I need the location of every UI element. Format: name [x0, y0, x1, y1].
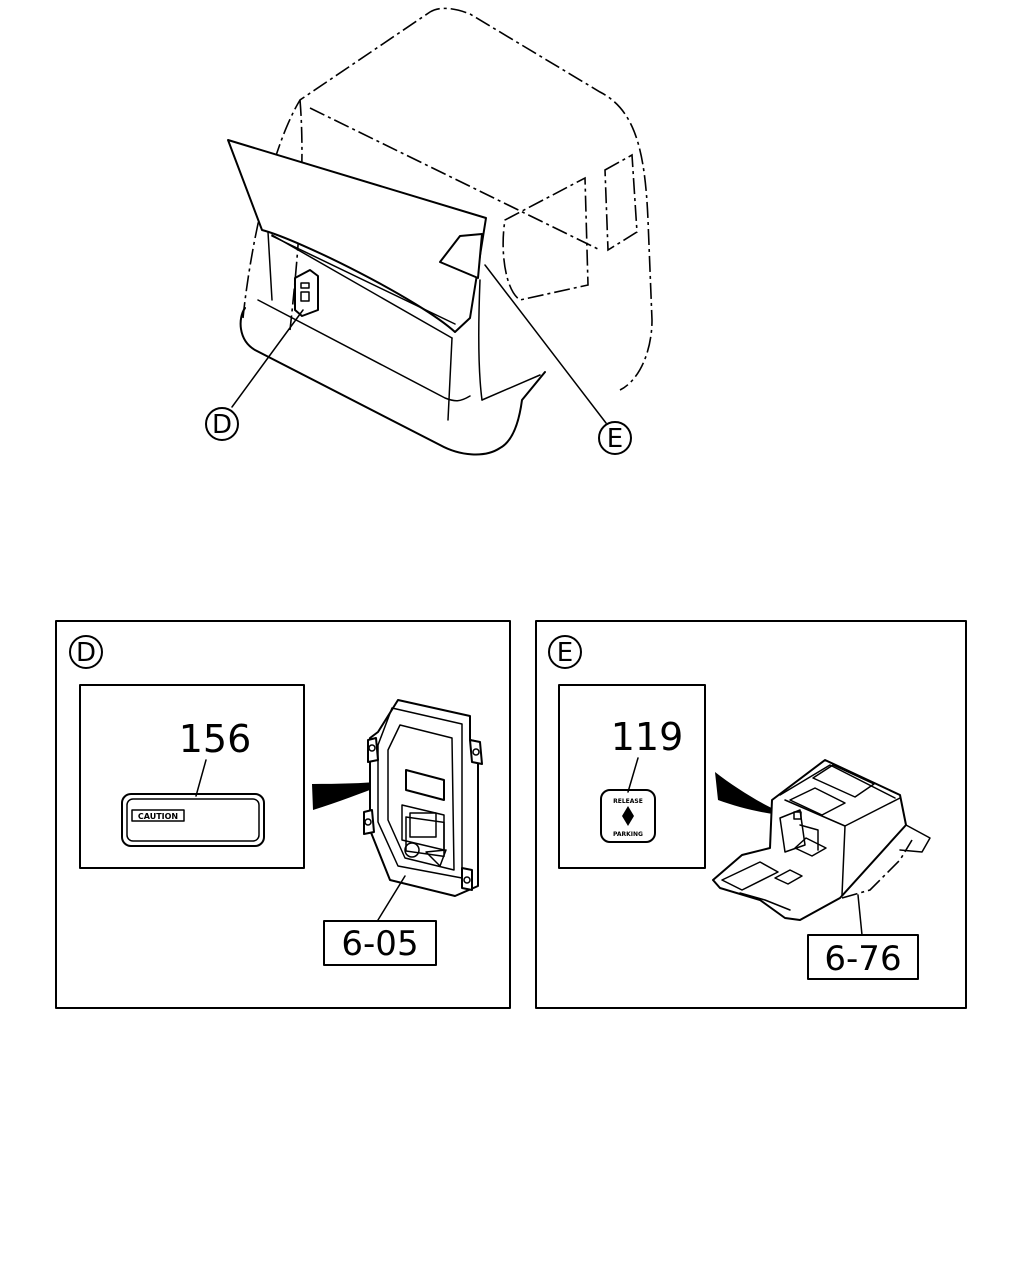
parking-decal-bottom-text: PARKING	[613, 831, 643, 838]
cab-overview	[227, 7, 653, 456]
switch-panel-part	[363, 699, 483, 897]
callout-e-top-label: E	[607, 424, 623, 454]
panel-d-letter: D	[76, 638, 96, 668]
panel-e-part-number: 119	[611, 715, 684, 759]
callout-d-top-label: D	[212, 410, 232, 440]
panel-d-ref-label: 6-05	[341, 924, 418, 964]
console-part	[712, 759, 931, 921]
parking-decal: RELEASE PARKING	[600, 789, 656, 843]
caution-decal: CAUTION	[121, 793, 265, 847]
callout-d-top: D	[205, 407, 239, 441]
panel-e: E 119 RELEASE PARKING	[535, 620, 967, 1009]
panel-e-letter: E	[557, 638, 573, 668]
parking-decal-top-text: RELEASE	[613, 798, 643, 805]
panel-d: D 156 CAUTION	[55, 620, 511, 1009]
callout-e-top: E	[598, 421, 632, 455]
panel-e-ref-label: 6-76	[824, 939, 901, 979]
switch-box-d	[294, 269, 319, 317]
panel-d-part-number: 156	[179, 717, 252, 761]
caution-decal-text: CAUTION	[138, 812, 178, 821]
